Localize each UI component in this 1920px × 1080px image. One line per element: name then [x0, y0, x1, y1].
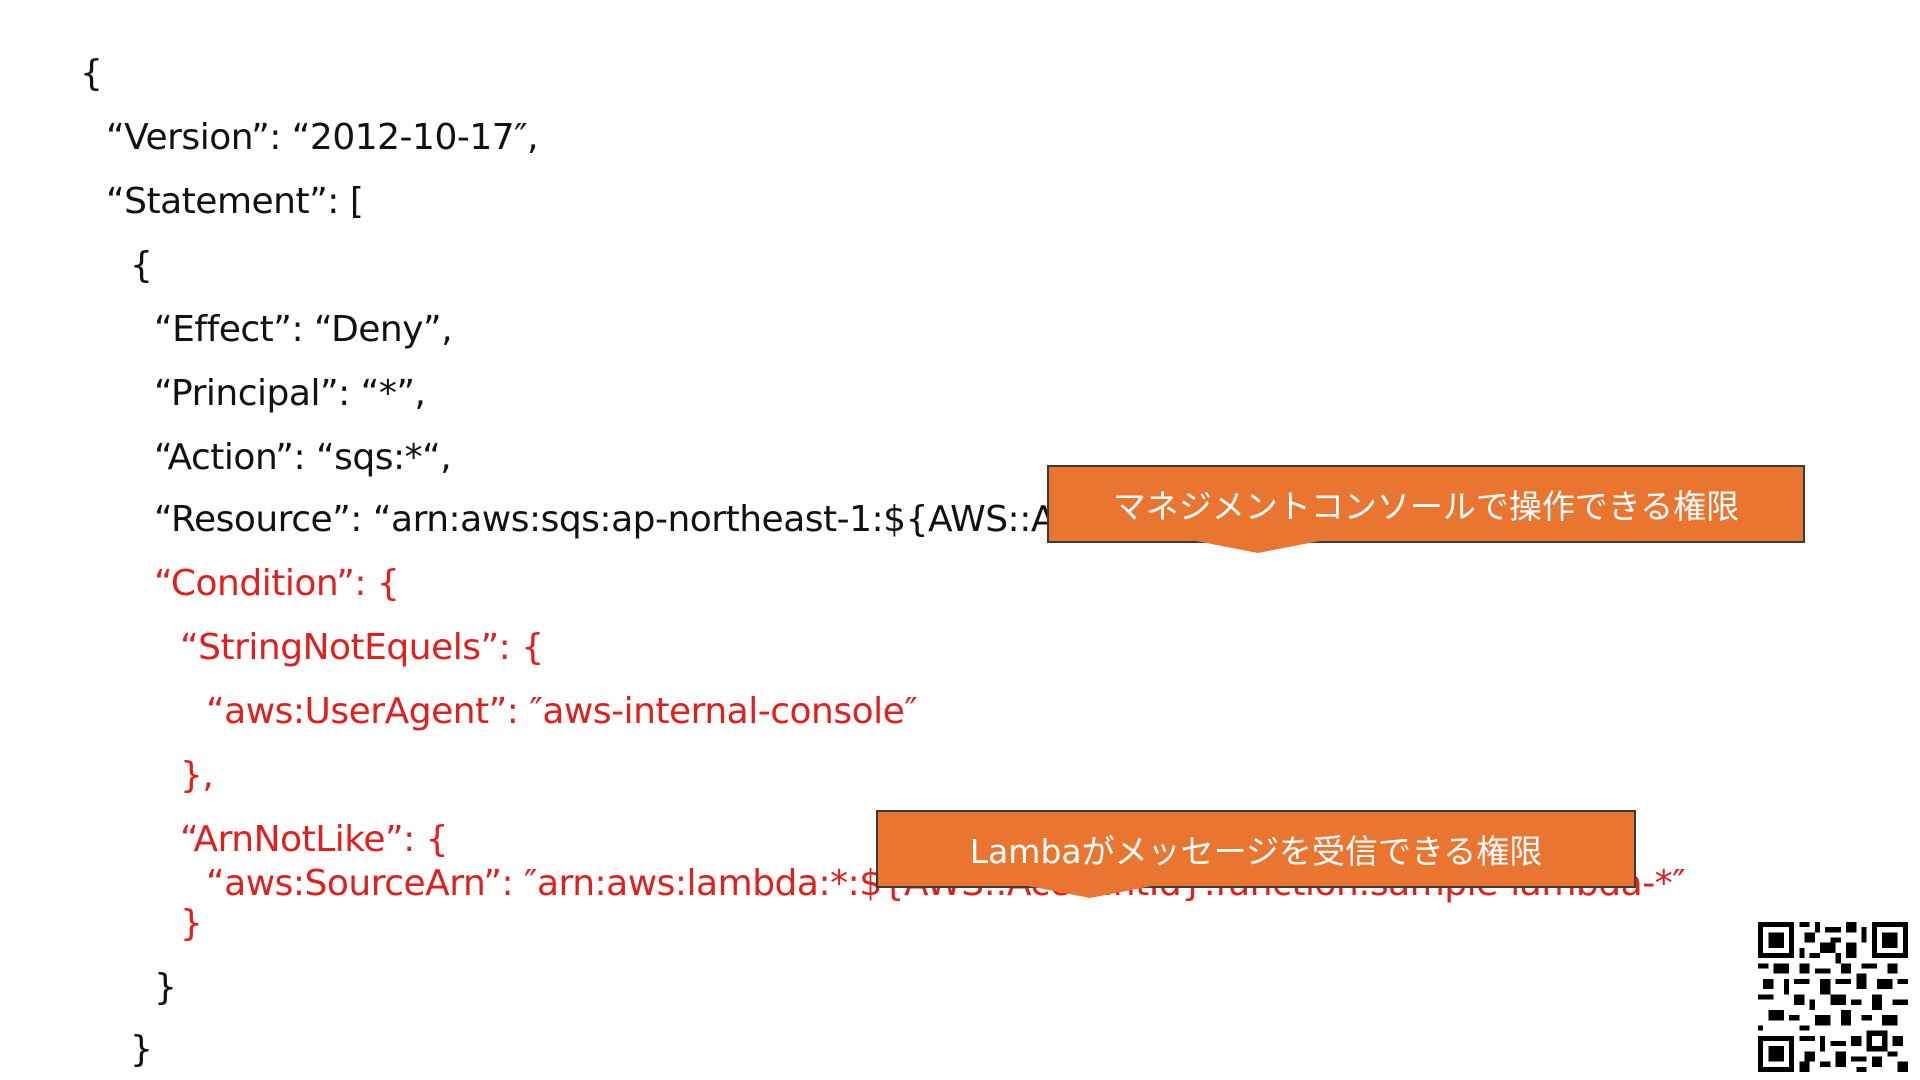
code-line: “ArnNotLike”: {	[180, 819, 449, 860]
code-line: “Condition”: {	[154, 563, 400, 604]
qr-code-icon	[1758, 922, 1908, 1072]
code-line: }	[180, 903, 203, 944]
code-line: },	[180, 755, 214, 796]
code-line: }	[130, 1029, 153, 1070]
code-line: “Principal”: “*”,	[154, 373, 426, 414]
code-line: {	[80, 53, 103, 94]
callout-lambda-permission: Lambaがメッセージを受信できる権限	[876, 810, 1636, 888]
code-line: “Action”: “sqs:*“,	[154, 437, 452, 478]
code-line: }	[154, 967, 177, 1008]
callout-console-permission: マネジメントコンソールで操作できる権限	[1047, 465, 1805, 543]
code-line: “StringNotEquels”: {	[180, 627, 544, 668]
callout-lambda-tail	[1028, 886, 1152, 898]
code-line: “aws:UserAgent”: ″aws-internal-console″	[206, 691, 918, 732]
callout-console-label: マネジメントコンソールで操作できる権限	[1112, 487, 1740, 526]
code-line: “Statement”: [	[106, 181, 364, 222]
callout-lambda-label: Lambaがメッセージを受信できる権限	[969, 832, 1543, 871]
code-line: “Effect”: “Deny”,	[154, 309, 453, 350]
callout-console-tail	[1196, 541, 1320, 553]
code-line: {	[130, 245, 153, 286]
code-line: “Version”: “2012-10-17″,	[106, 117, 539, 158]
